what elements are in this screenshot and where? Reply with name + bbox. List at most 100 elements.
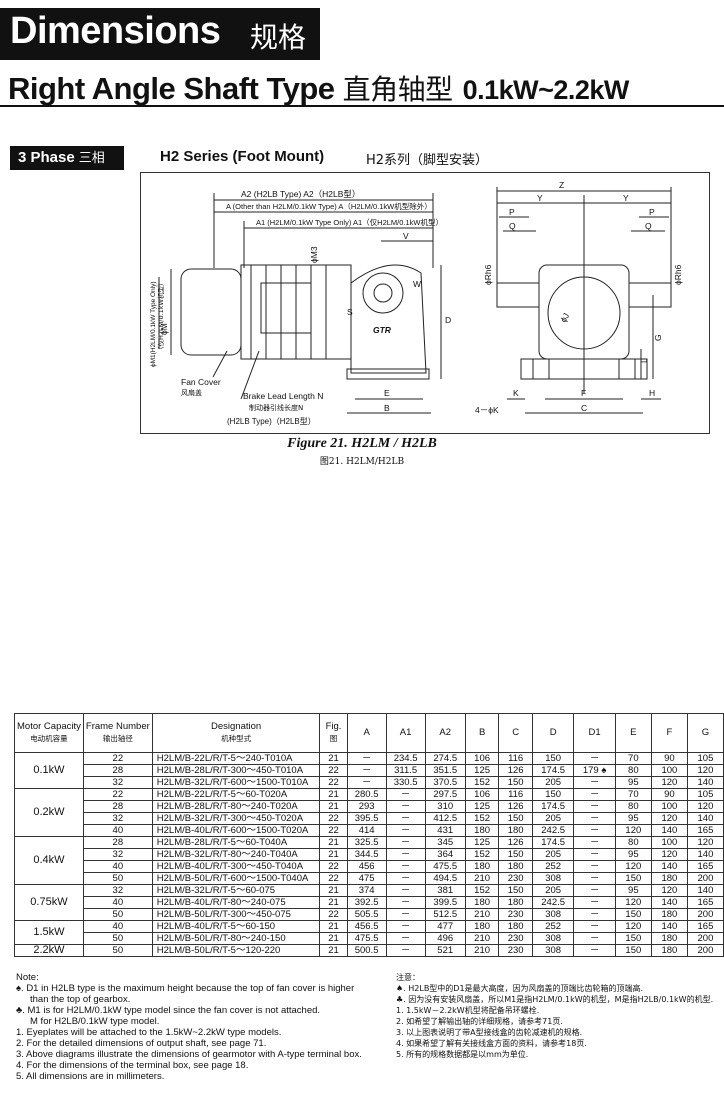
table-cell: 205 bbox=[531, 812, 575, 825]
table-cell: 330.5 bbox=[385, 776, 426, 789]
table-cell: 140 bbox=[686, 776, 724, 789]
designation-cell: H2LM/B-32L/R/T-300～450-T020A bbox=[151, 812, 321, 825]
table-cell: － bbox=[385, 908, 426, 921]
dim-w: W bbox=[413, 279, 421, 289]
table-cell: 392.5 bbox=[346, 896, 387, 909]
table-cell: 200 bbox=[686, 872, 724, 885]
table-header-cell: A bbox=[346, 713, 387, 753]
table-cell: － bbox=[573, 920, 616, 933]
note-line: M for H2LB/0.1kW type model. bbox=[30, 1016, 160, 1027]
table-cell: 50 bbox=[82, 908, 153, 921]
table-cell: 412.5 bbox=[424, 812, 466, 825]
header-rule bbox=[0, 105, 724, 107]
dim-a: A (Other than H2LM/0.1kW Type) A（H2LM/0.… bbox=[226, 201, 432, 211]
table-cell: － bbox=[573, 860, 616, 873]
table-cell: 120 bbox=[650, 776, 688, 789]
table-cell: 140 bbox=[650, 824, 688, 837]
table-cell: 364 bbox=[424, 848, 466, 861]
note-line: 1. Eyeplates will be attached to the 1.5… bbox=[16, 1027, 282, 1038]
table-cell: 120 bbox=[650, 884, 688, 897]
table-cell: 475.5 bbox=[424, 860, 466, 873]
table-cell: 140 bbox=[650, 860, 688, 873]
table-cell: 120 bbox=[614, 860, 652, 873]
table-cell: 125 bbox=[464, 764, 500, 777]
table-cell: － bbox=[385, 884, 426, 897]
table-cell: 106 bbox=[464, 788, 500, 801]
table-header-cell: Fig.图 bbox=[319, 713, 348, 753]
header-label: D1 bbox=[588, 727, 601, 738]
table-cell: 140 bbox=[686, 884, 724, 897]
table-cell: 116 bbox=[498, 752, 533, 765]
table-cell: 120 bbox=[686, 800, 724, 813]
table-cell: 230 bbox=[498, 872, 533, 885]
designation-cell: H2LM/B-50L/R/T-600～1500-T040A bbox=[151, 872, 321, 885]
table-cell: － bbox=[385, 800, 426, 813]
designation-cell: H2LM/B-40L/R/T-5～60-150 bbox=[151, 920, 321, 933]
phase-label: 3 Phase bbox=[18, 149, 75, 166]
note-line: ♠. D1 in H2LB type is the maximum height… bbox=[16, 983, 355, 994]
table-cell: 180 bbox=[498, 920, 533, 933]
table-cell: 105 bbox=[686, 788, 724, 801]
note-line: 2. For the detailed dimensions of output… bbox=[16, 1038, 267, 1049]
header-label: D bbox=[549, 727, 557, 738]
table-header-cell: A2 bbox=[424, 713, 466, 753]
table-cell: － bbox=[573, 812, 616, 825]
note-line-cn: ♠. H2LB型中的D1是最大高度，因为风扇盖的顶端比齿轮箱的顶端高. bbox=[396, 984, 644, 993]
designation-cell: H2LM/B-40L/R/T-600～1500-T020A bbox=[151, 824, 321, 837]
table-cell: 308 bbox=[531, 944, 575, 957]
table-cell: 234.5 bbox=[385, 752, 426, 765]
motor-capacity-cell: 0.75kW bbox=[14, 884, 84, 921]
table-cell: － bbox=[385, 788, 426, 801]
table-header-cell: D bbox=[531, 713, 575, 753]
header-label: F bbox=[666, 727, 673, 738]
table-cell: 477 bbox=[424, 920, 466, 933]
table-cell: 180 bbox=[650, 872, 688, 885]
note-line: than the top of gearbox. bbox=[30, 994, 131, 1005]
table-cell: 210 bbox=[464, 932, 500, 945]
table-cell: 252 bbox=[531, 860, 575, 873]
table-cell: 150 bbox=[498, 776, 533, 789]
dim-rh6-right: ϕRh6 bbox=[673, 264, 683, 285]
table-cell: 120 bbox=[686, 764, 724, 777]
table-cell: 22 bbox=[82, 752, 153, 765]
table-cell: 125 bbox=[464, 836, 500, 849]
page-title-cn: 规格 bbox=[250, 21, 307, 54]
table-cell: 200 bbox=[686, 944, 724, 957]
table-cell: 32 bbox=[82, 812, 153, 825]
table-cell: 22 bbox=[319, 908, 348, 921]
table-cell: 21 bbox=[319, 896, 348, 909]
table-cell: 95 bbox=[614, 848, 652, 861]
table-cell: － bbox=[573, 776, 616, 789]
header-bar bbox=[0, 8, 320, 60]
table-cell: 100 bbox=[650, 836, 688, 849]
table-cell: 210 bbox=[464, 944, 500, 957]
table-cell: 242.5 bbox=[531, 896, 575, 909]
header-label: E bbox=[630, 727, 637, 738]
table-cell: － bbox=[346, 752, 387, 765]
table-cell: 180 bbox=[498, 824, 533, 837]
header-label-cn: 输出轴径 bbox=[102, 734, 133, 743]
table-cell: 180 bbox=[464, 920, 500, 933]
table-cell: － bbox=[346, 776, 387, 789]
table-cell: 80 bbox=[614, 800, 652, 813]
table-cell: 150 bbox=[614, 944, 652, 957]
table-cell: 28 bbox=[82, 836, 153, 849]
phase-label-cn: 三相 bbox=[78, 151, 105, 166]
table-cell: － bbox=[385, 920, 426, 933]
table-cell: 100 bbox=[650, 800, 688, 813]
table-cell: 395.5 bbox=[346, 812, 387, 825]
header-label: A bbox=[363, 727, 370, 738]
header-label-cn: 图 bbox=[329, 734, 338, 743]
table-cell: 106 bbox=[464, 752, 500, 765]
drawing-svg: A2 (H2LB Type) A2（H2LB型） A (Other than H… bbox=[150, 180, 683, 426]
table-cell: 152 bbox=[464, 776, 500, 789]
table-cell: 150 bbox=[531, 752, 575, 765]
table-cell: 308 bbox=[531, 932, 575, 945]
motor-capacity-cell: 1.5kW bbox=[14, 920, 84, 945]
table-cell: 140 bbox=[650, 920, 688, 933]
